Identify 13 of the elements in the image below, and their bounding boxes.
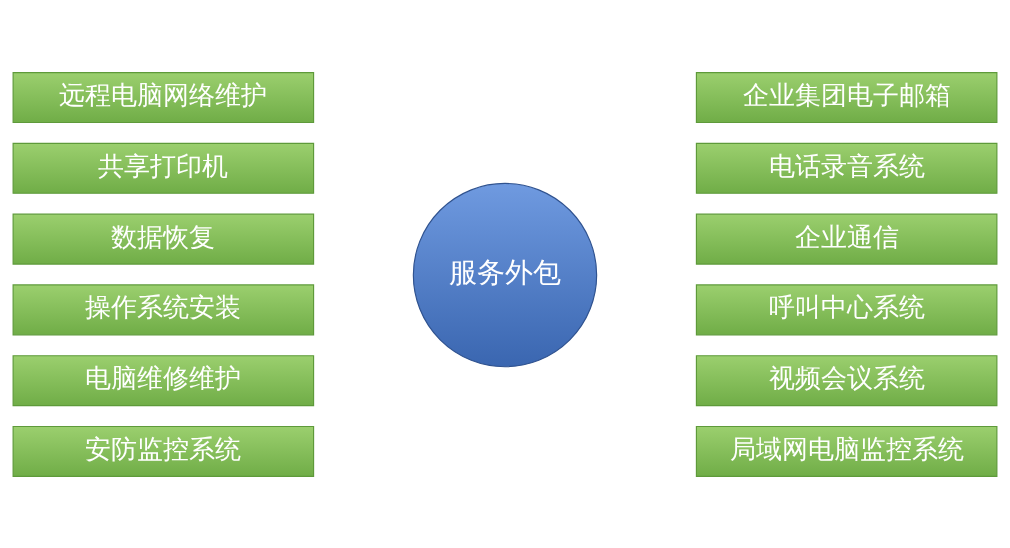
node-box: 企业集团电子邮箱 bbox=[695, 71, 998, 123]
node-box: 呼叫中心系统 bbox=[695, 283, 998, 335]
node-circle: 服务外包 bbox=[412, 182, 598, 367]
node-box: 远程电脑网络维护 bbox=[12, 71, 315, 123]
node-box: 数据恢复 bbox=[12, 213, 315, 265]
node-box: 共享打印机 bbox=[12, 142, 315, 194]
node-box: 企业通信 bbox=[695, 213, 998, 265]
node-box: 安防监控系统 bbox=[12, 425, 315, 477]
node-box: 局域网电脑监控系统 bbox=[695, 425, 998, 477]
node-box: 视频会议系统 bbox=[695, 354, 998, 406]
node-box: 操作系统安装 bbox=[12, 283, 315, 335]
node-box: 电话录音系统 bbox=[695, 142, 998, 194]
node-box: 电脑维修维护 bbox=[12, 354, 315, 406]
